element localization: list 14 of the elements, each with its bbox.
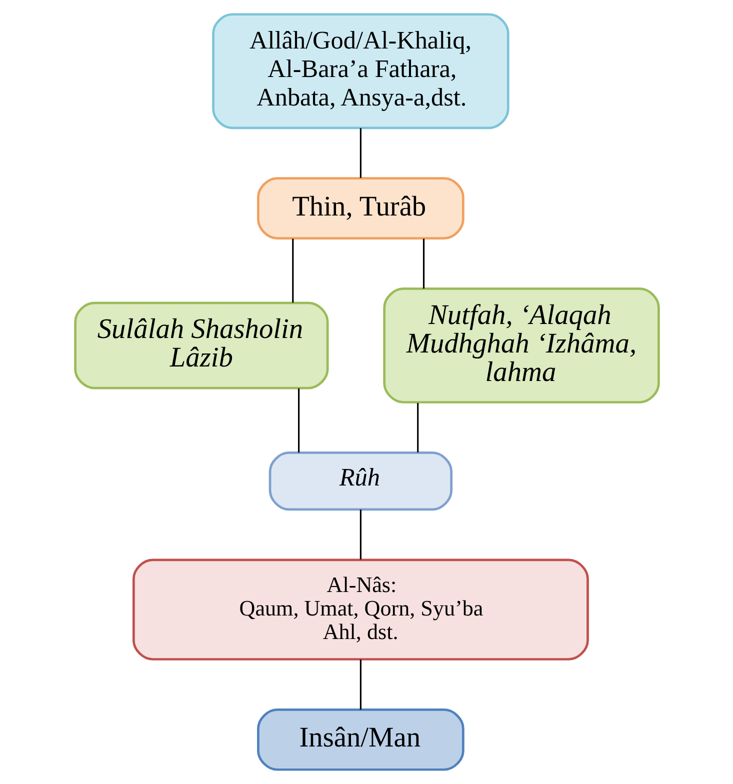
connector [422, 238, 424, 289]
node-box: Thin, Turâb [256, 177, 464, 240]
connector [292, 238, 294, 303]
node-box: Nutfah, ‘Alaqah Mudhghah ‘Izhâma, lahma [382, 288, 660, 404]
connector [298, 388, 300, 453]
node-box: Sulâlah Shasholin Lâzib [74, 302, 328, 390]
connector [359, 510, 361, 560]
node-box: Al-Nâs: Qaum, Umat, Qorn, Syu’ba Ahl, dst. [132, 558, 588, 660]
connector [359, 128, 361, 178]
connector [359, 660, 361, 710]
node-box: Allâh/God/Al-Khaliq, Al-Bara’a Fathara, Anbata, Ansya-a,dst. [212, 13, 509, 130]
connector [416, 403, 418, 452]
node-box: Insân/Man [256, 708, 464, 771]
node-box: Rûh [268, 452, 452, 511]
